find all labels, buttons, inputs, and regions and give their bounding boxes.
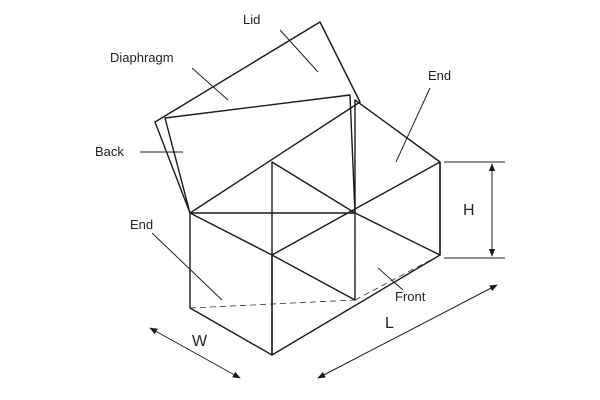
leader-end-left — [151, 232, 223, 301]
length-arrow — [317, 284, 498, 379]
label-front: Front — [395, 289, 426, 304]
label-end-left: End — [130, 217, 153, 232]
width-arrow — [149, 327, 241, 379]
front-panel — [271, 161, 441, 356]
label-back: Back — [95, 144, 124, 159]
label-diaphragm: Diaphragm — [110, 50, 174, 65]
leader-lid — [279, 29, 319, 73]
leader-end-right — [395, 87, 431, 163]
end-panel-right — [354, 99, 441, 256]
diaphragm-panel — [271, 161, 356, 301]
end-panel-left — [189, 212, 273, 356]
back-panel — [164, 94, 356, 214]
leader-diaphragm — [191, 67, 229, 101]
label-lid: Lid — [243, 12, 260, 27]
dimension-height: H — [463, 202, 475, 219]
dimension-length: L — [385, 315, 394, 332]
hidden-edge-base — [189, 299, 356, 309]
hidden-edge-base-right — [354, 254, 441, 301]
label-end-right: End — [428, 68, 451, 83]
dimension-width: W — [192, 333, 208, 350]
lid-panel — [154, 21, 361, 214]
